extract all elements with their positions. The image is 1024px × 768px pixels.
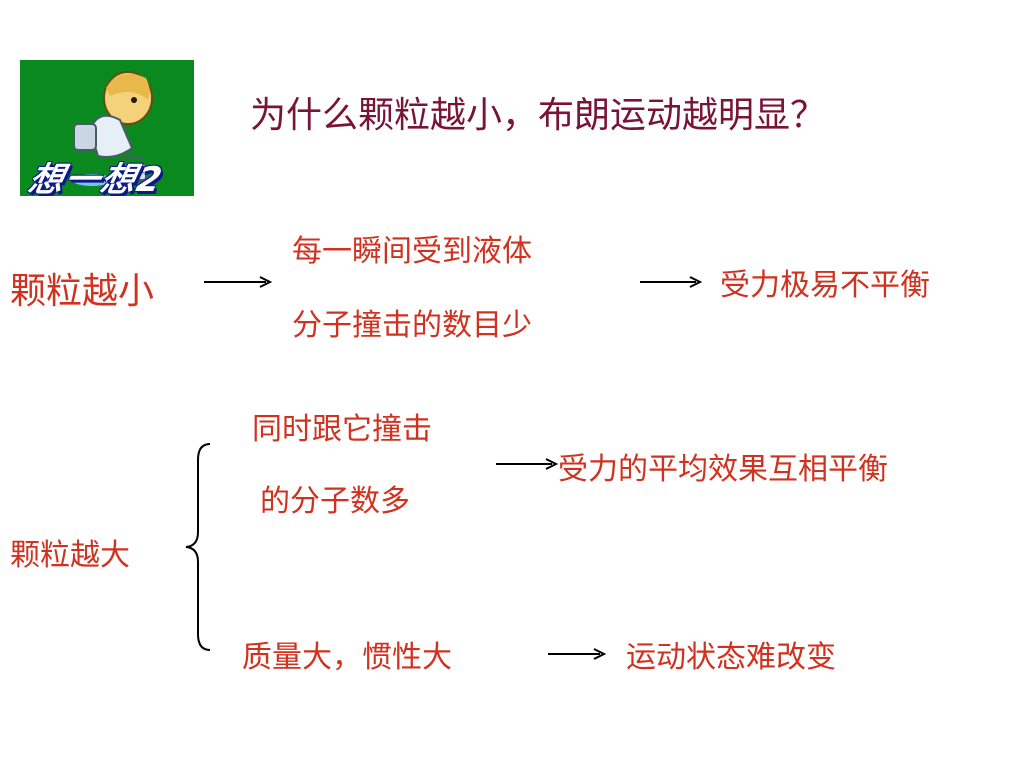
think-badge: 想一想2: [20, 60, 194, 196]
small-cause-line1: 每一瞬间受到液体: [292, 234, 532, 269]
small-cause-line2: 分子撞击的数目少: [292, 308, 532, 343]
arrow-small-cause-to-effect: [640, 276, 703, 288]
large-effect1: 受力的平均效果互相平衡: [558, 452, 888, 487]
page-title: 为什么颗粒越小，布朗运动越明显？: [250, 95, 827, 136]
small-effect: 受力极易不平衡: [720, 268, 930, 303]
arrow-large-cause2-to-effect: [548, 648, 607, 660]
large-cause1-line1: 同时跟它撞击: [252, 412, 432, 447]
thinking-figure-icon: [72, 71, 153, 186]
label-small-particle: 颗粒越小: [10, 271, 155, 312]
large-effect2: 运动状态难改变: [626, 640, 836, 675]
label-large-particle: 颗粒越大: [10, 538, 130, 573]
brace-icon: [185, 443, 211, 651]
large-cause2: 质量大，惯性大: [242, 640, 452, 675]
badge-text: 想一想2: [25, 160, 168, 196]
large-cause1-line2: 的分子数多: [260, 484, 410, 519]
arrow-small-to-cause: [204, 276, 273, 288]
arrow-large-cause1-to-effect: [496, 458, 559, 470]
